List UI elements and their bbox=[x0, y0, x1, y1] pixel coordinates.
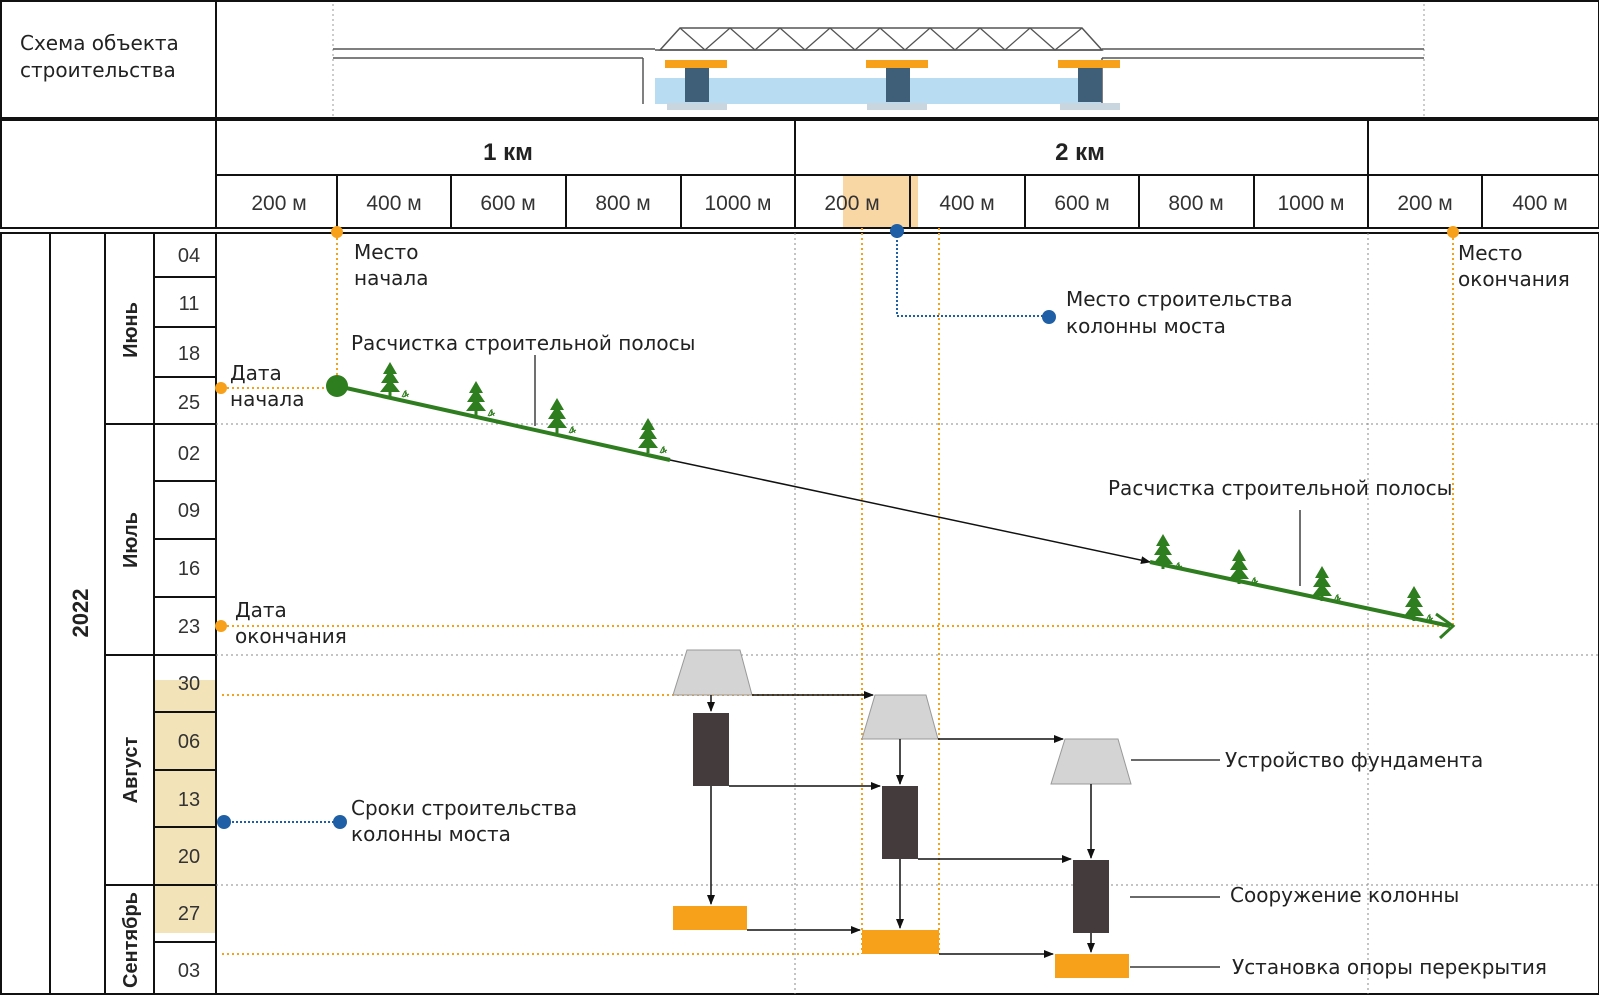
schema-label-line2: строительства bbox=[20, 58, 176, 82]
month-september: Сентябрь bbox=[120, 892, 142, 988]
start-place-label-1: Место bbox=[354, 240, 418, 264]
tree-icon bbox=[465, 380, 496, 417]
meter-tick: 800 м bbox=[595, 192, 650, 215]
bridge-schematic bbox=[333, 27, 1424, 110]
date-cell: 09 bbox=[178, 500, 200, 522]
km-header-1: 1 км bbox=[483, 139, 533, 166]
date-labels: 04 11 18 25 02 09 16 23 30 06 13 20 27 0… bbox=[178, 245, 200, 982]
highlight-scale-cell bbox=[843, 176, 918, 228]
schema-label-line1: Схема объекта bbox=[20, 31, 179, 55]
clearing-start-dot bbox=[326, 375, 348, 397]
start-place-label-2: начала bbox=[354, 266, 428, 290]
tree-icon bbox=[1311, 565, 1342, 602]
column-site-label-2: колонны моста bbox=[1066, 314, 1226, 338]
end-date-label-2: окончания bbox=[235, 624, 347, 648]
date-cell: 02 bbox=[178, 443, 200, 465]
foundation-block-3 bbox=[1050, 738, 1132, 785]
column-site-label-1: Место строительства bbox=[1066, 287, 1293, 311]
meter-tick: 400 м bbox=[366, 192, 421, 215]
clearing-label-bottom: Расчистка строительной полосы bbox=[1108, 476, 1452, 500]
meter-tick: 400 м bbox=[1512, 192, 1567, 215]
meter-tick: 200 м bbox=[1397, 192, 1452, 215]
date-cell: 25 bbox=[178, 392, 200, 414]
start-date-marker bbox=[215, 382, 227, 394]
end-date-marker bbox=[215, 620, 227, 632]
month-august: Август bbox=[120, 736, 142, 803]
foundation-block-1 bbox=[672, 649, 753, 696]
date-cell: 03 bbox=[178, 960, 200, 982]
column-terms-label-1: Сроки строительства bbox=[351, 796, 577, 820]
date-cell: 04 bbox=[178, 245, 200, 267]
tree-icon bbox=[379, 361, 410, 398]
end-date-label-1: Дата bbox=[235, 598, 287, 622]
date-cell: 18 bbox=[178, 343, 200, 365]
column-terms-label-2: колонны моста bbox=[351, 822, 511, 846]
column-site-marker bbox=[890, 224, 904, 238]
start-place-marker bbox=[331, 226, 343, 238]
column-terms-marker bbox=[217, 815, 231, 829]
meter-tick: 400 м bbox=[939, 192, 994, 215]
date-cell: 06 bbox=[178, 731, 200, 753]
header-frame bbox=[0, 0, 1599, 119]
column-block-2 bbox=[882, 786, 918, 859]
span-support-label: Установка опоры перекрытия bbox=[1232, 955, 1547, 979]
support-block-2 bbox=[862, 930, 939, 954]
foundation-block-2 bbox=[861, 694, 939, 740]
foundation-label: Устройство фундамента bbox=[1225, 748, 1483, 772]
column-block-1 bbox=[693, 713, 729, 786]
support-block-3 bbox=[1055, 954, 1129, 978]
month-june: Июнь bbox=[120, 302, 142, 358]
year-label: 2022 bbox=[68, 589, 93, 638]
meter-tick: 1000 м bbox=[705, 192, 772, 215]
date-cell: 11 bbox=[179, 293, 200, 315]
date-cell: 30 bbox=[178, 673, 200, 695]
date-cell: 23 bbox=[178, 616, 200, 638]
meter-tick: 200 м bbox=[824, 192, 879, 215]
clearing-label-top: Расчистка строительной полосы bbox=[351, 331, 695, 355]
date-cell: 27 bbox=[178, 903, 200, 925]
meter-tick: 1000 м bbox=[1278, 192, 1345, 215]
column-build-label: Сооружение колонны bbox=[1230, 883, 1459, 907]
end-place-marker bbox=[1447, 226, 1459, 238]
support-block-1 bbox=[673, 906, 747, 930]
construction-flow bbox=[672, 649, 1220, 978]
clearing-end-arrowhead bbox=[1435, 612, 1456, 640]
clearing-line-start bbox=[336, 384, 671, 462]
clearing-line-end bbox=[1149, 560, 1451, 628]
meter-ticks: 200 м 400 м 600 м 800 м 1000 м 200 м 400… bbox=[251, 192, 1567, 215]
meter-tick: 600 м bbox=[1054, 192, 1109, 215]
clearing-arrow bbox=[669, 459, 1151, 565]
tree-icon bbox=[637, 417, 668, 454]
tree-icon bbox=[1403, 585, 1434, 622]
end-place-label-2: окончания bbox=[1458, 267, 1570, 291]
date-cell: 13 bbox=[178, 789, 200, 811]
start-date-label-2: начала bbox=[230, 387, 304, 411]
meter-tick: 200 м bbox=[251, 192, 306, 215]
column-site-label-dot bbox=[1042, 310, 1056, 324]
tree-icon bbox=[1228, 548, 1259, 585]
tree-icon bbox=[546, 397, 577, 434]
highlight-date-range bbox=[154, 680, 216, 933]
km-header-2: 2 км bbox=[1055, 139, 1105, 166]
meter-tick: 800 м bbox=[1168, 192, 1223, 215]
month-july: Июль bbox=[120, 512, 142, 568]
column-block-3 bbox=[1073, 860, 1109, 933]
start-date-label-1: Дата bbox=[230, 361, 282, 385]
date-cell: 20 bbox=[178, 846, 200, 868]
tree-icon bbox=[1152, 533, 1183, 570]
date-cell: 16 bbox=[178, 558, 200, 580]
end-place-label-1: Место bbox=[1458, 241, 1522, 265]
column-terms-label-dot bbox=[333, 815, 347, 829]
meter-tick: 600 м bbox=[480, 192, 535, 215]
